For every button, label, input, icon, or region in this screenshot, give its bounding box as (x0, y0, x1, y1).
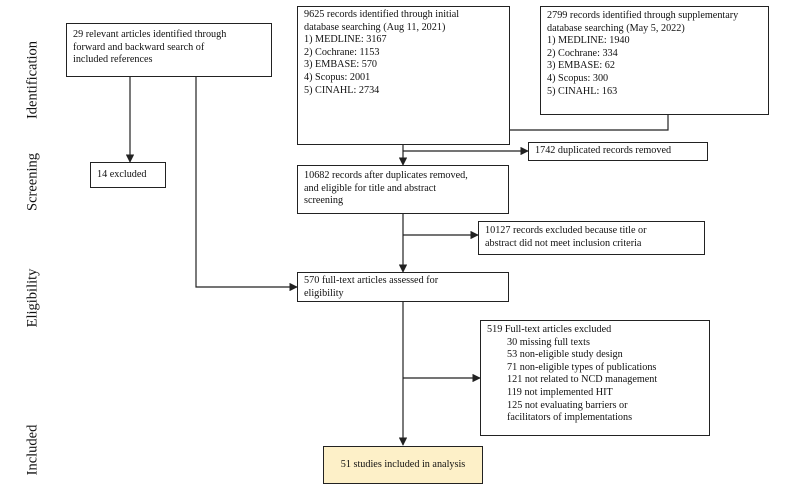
arrow-references-to-fulltext (195, 77, 298, 292)
box-after-duplicates: 10682 records after duplicates removed, … (297, 165, 509, 214)
box-line: 9625 records identified through initial (304, 9, 460, 20)
box-line: included references (73, 54, 153, 66)
box-line: 10682 records after duplicates removed, (304, 170, 468, 181)
list-item: 4) Scopus: 2001 (304, 71, 371, 83)
box-included: 51 studies included in analysis (323, 446, 483, 484)
box-title-abstract-excluded: 10127 records excluded because title or … (478, 221, 705, 255)
box-line: abstract did not meet inclusion criteria (485, 237, 642, 249)
box-line: and eligible for title and abstract (304, 182, 437, 194)
box-line: 570 full-text articles assessed for (304, 275, 439, 286)
list-item: 4) Scopus: 300 (547, 72, 609, 84)
stage-included: Included (24, 424, 41, 476)
box-line: 51 studies included in analysis (340, 458, 466, 470)
box-initial-search: 9625 records identified through initial … (297, 6, 510, 145)
list-item: 5) CINAHL: 2734 (304, 84, 380, 96)
box-line: database searching (Aug 11, 2021) (304, 21, 446, 33)
box-references: 29 relevant articles identified through … (66, 23, 272, 77)
box-excluded-14: 14 excluded (90, 162, 166, 188)
stage-eligibility: Eligibility (24, 268, 41, 328)
box-fulltext-excluded: 519 Full-text articles excluded 30 missi… (480, 320, 710, 436)
list-item: 119 not implemented HIT (507, 386, 613, 398)
box-line: 2799 records identified through suppleme… (547, 10, 739, 21)
list-item: 125 not evaluating barriers or (507, 399, 628, 411)
box-line: 519 Full-text articles excluded (487, 324, 612, 335)
list-item: 121 not related to NCD management (507, 374, 658, 386)
list-item: 3) EMBASE: 570 (304, 59, 378, 71)
list-item: 3) EMBASE: 62 (547, 60, 615, 72)
list-item: 1) MEDLINE: 3167 (304, 34, 387, 46)
list-item: 5) CINAHL: 163 (547, 85, 618, 97)
box-line: database searching (May 5, 2022) (547, 22, 685, 34)
list-item: 53 non-eligible study design (507, 349, 623, 361)
list-item: 71 non-eligible types of publications (507, 361, 657, 373)
box-fulltext-assessed: 570 full-text articles assessed for elig… (297, 272, 509, 302)
stage-identification: Identification (24, 40, 41, 120)
box-line: 10127 records excluded because title or (485, 225, 647, 236)
box-line: screening (304, 195, 344, 207)
box-line: forward and backward search of (73, 41, 205, 53)
box-line: 1742 duplicated records removed (535, 145, 672, 156)
list-item: facilitators of implementations (507, 412, 633, 424)
list-item: 1) MEDLINE: 1940 (547, 35, 630, 47)
box-supplementary-search: 2799 records identified through suppleme… (540, 6, 769, 115)
box-line: eligibility (304, 287, 344, 299)
box-line: 14 excluded (97, 169, 147, 180)
list-item: 30 missing full texts (507, 336, 590, 348)
list-item: 2) Cochrane: 1153 (304, 46, 380, 58)
box-duplicates-removed: 1742 duplicated records removed (528, 142, 708, 161)
stage-screening: Screening (24, 153, 41, 211)
list-item: 2) Cochrane: 334 (547, 47, 618, 59)
box-line: 29 relevant articles identified through (73, 29, 227, 40)
